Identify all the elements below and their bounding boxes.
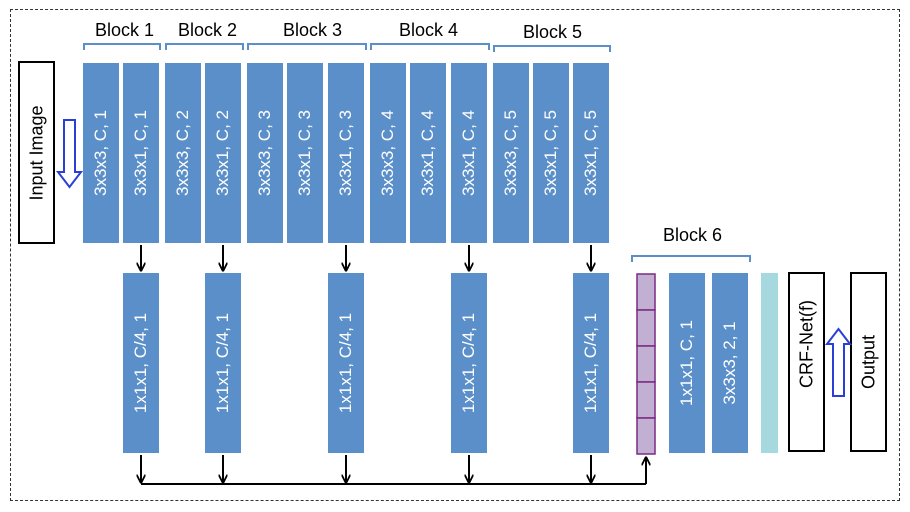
block-4-layer-1: 3x3x3, C, 4 (370, 63, 406, 243)
block-2-layer-1: 3x3x3, C, 2 (165, 63, 201, 243)
concat-slice-3 (636, 345, 656, 383)
concat-slice-1 (636, 273, 656, 311)
final-layer (761, 273, 778, 453)
concat-slice-4 (636, 381, 656, 419)
block-2-layer-2: 3x3x1, C, 2 (205, 63, 241, 243)
block-5-label: Block 5 (523, 22, 583, 42)
block-4-label: Block 4 (399, 20, 459, 40)
side-output-2: 1x1x1, C/4, 1 (205, 273, 241, 453)
crf-up-hollow-arrow-icon (824, 327, 853, 397)
bottom-bus (141, 455, 646, 485)
diagram-frame (10, 9, 900, 501)
block-2-label: Block 2 (178, 20, 238, 40)
block-3-layer-3: 3x3x1, C, 3 (328, 63, 364, 243)
concat-slice-5 (636, 417, 656, 455)
side-output-3: 1x1x1, C/4, 1 (328, 273, 364, 453)
block-4-layer-3: 3x3x1, C, 4 (451, 63, 487, 243)
block-3-brace (247, 43, 367, 50)
side-output-4: 1x1x1, C/4, 1 (451, 273, 487, 453)
block-3-label: Block 3 (283, 20, 343, 40)
input-image-box: Input Image (18, 61, 55, 244)
block-6-label: Block 6 (663, 225, 723, 245)
block-6-brace (631, 255, 751, 262)
input-down-hollow-arrow-icon (55, 119, 84, 189)
concat-stack (636, 273, 656, 455)
down-arrows (141, 245, 591, 270)
block-5-brace (493, 45, 611, 52)
block-1-label: Block 1 (95, 20, 155, 40)
block-3-layer-2: 3x3x1, C, 3 (287, 63, 323, 243)
block-3-layer-1: 3x3x3, C, 3 (247, 63, 283, 243)
crf-net-box: CRF-Net(f) (788, 272, 825, 452)
output-box: Output (850, 272, 887, 452)
side-output-1: 1x1x1, C/4, 1 (123, 273, 159, 453)
side-output-5: 1x1x1, C/4, 1 (573, 273, 609, 453)
block-6-layer-1: 1x1x1, C, 1 (669, 273, 705, 453)
block-4-brace (370, 43, 490, 50)
block-5-layer-1: 3x3x3, C, 5 (493, 63, 529, 243)
block-5-layer-2: 3x3x1, C, 5 (533, 63, 569, 243)
block-braces (83, 43, 751, 262)
block-2-brace (165, 43, 244, 50)
block-1-brace (83, 43, 161, 50)
block-4-layer-2: 3x3x1, C, 4 (410, 63, 446, 243)
block-1-layer-1: 3x3x3, C, 1 (83, 63, 119, 243)
concat-slice-2 (636, 309, 656, 347)
block-6-layer-2: 3x3x3, 2, 1 (712, 273, 748, 453)
block-1-layer-2: 3x3x1, C, 1 (123, 63, 159, 243)
block-5-layer-3: 3x3x1, C, 5 (573, 63, 609, 243)
